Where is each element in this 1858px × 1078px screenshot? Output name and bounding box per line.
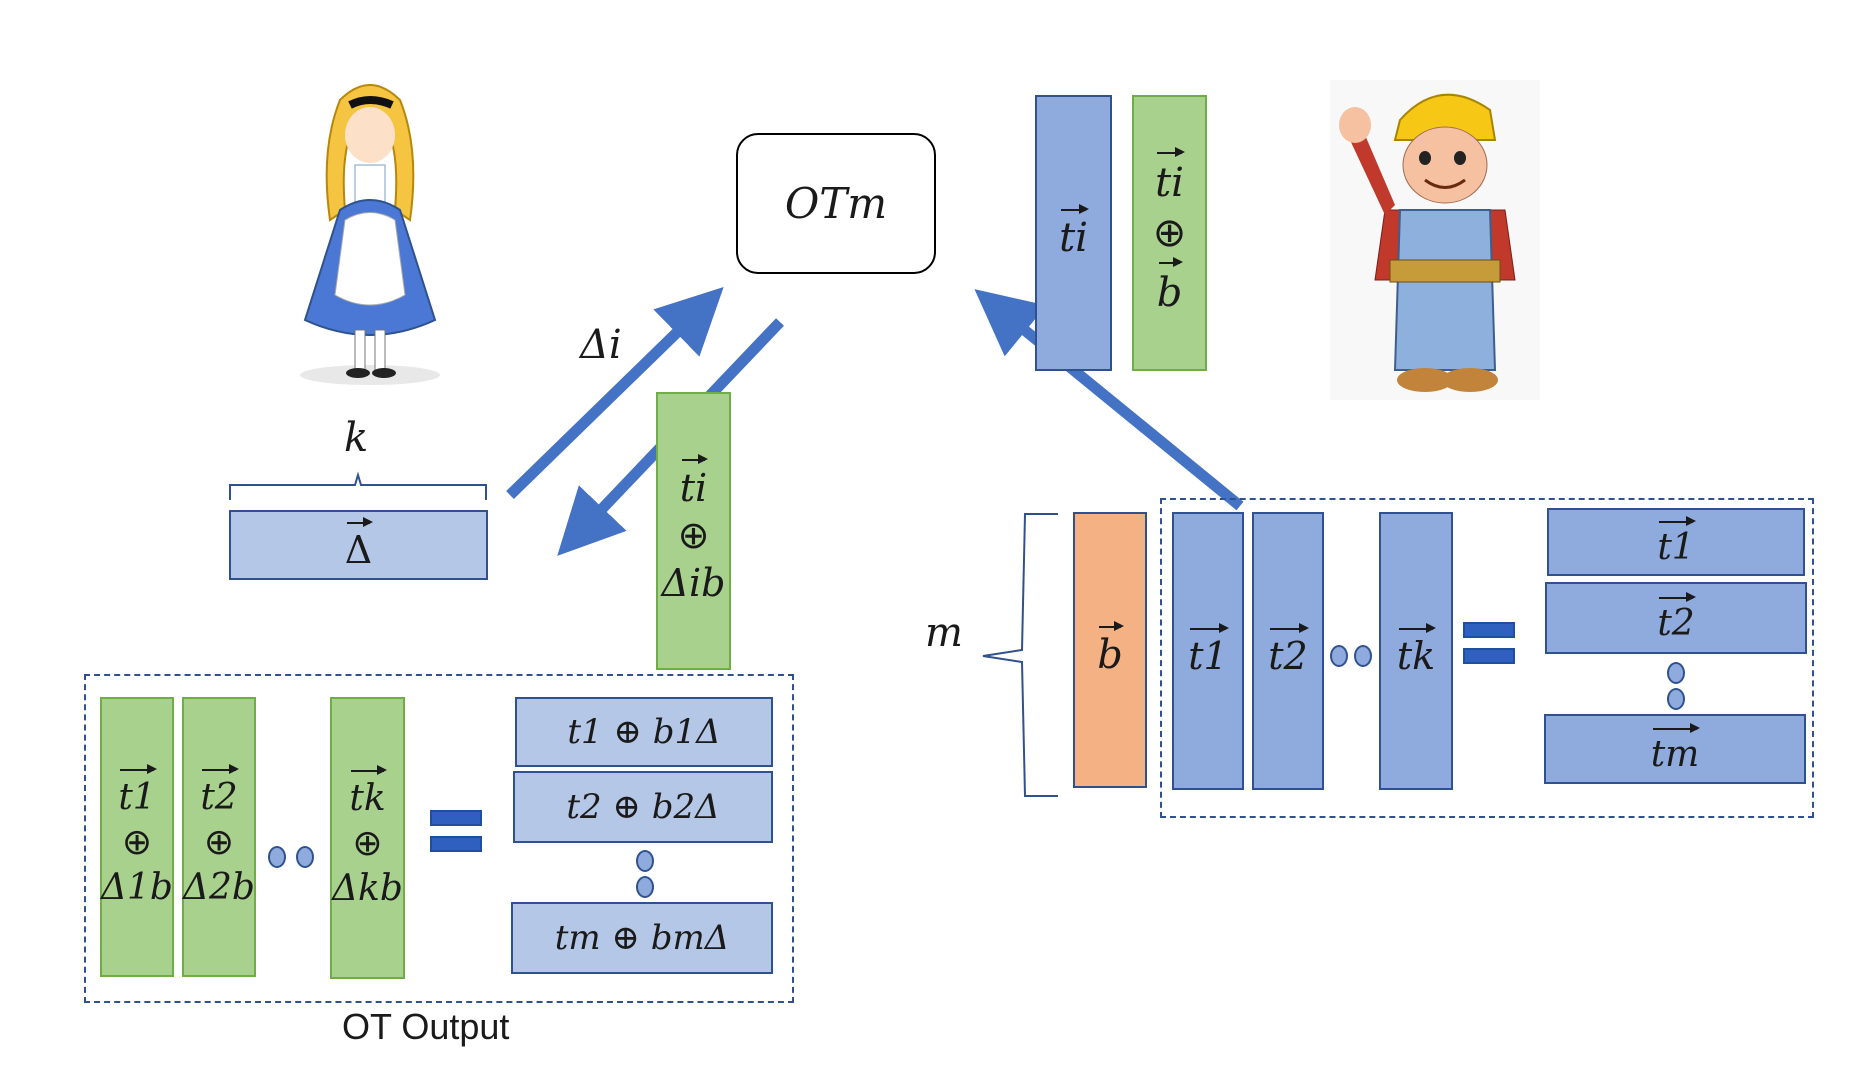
bob-ellipsis-dot-1 <box>1330 645 1348 667</box>
output-row-dot-2 <box>636 876 654 898</box>
bob-col-t1: t1 <box>1172 512 1244 790</box>
output-ellipsis-dot-2 <box>296 846 314 868</box>
ot-output-group <box>84 674 794 1003</box>
bob-ellipsis-dot-2 <box>1354 645 1372 667</box>
delta-vector-label: Δ <box>345 517 374 572</box>
sent-green-op: ⊕ <box>1152 210 1187 256</box>
bob-row-t1-label: t1 <box>1657 515 1697 568</box>
sent-column-ti: ti <box>1035 95 1112 371</box>
bob-row-tm: tm <box>1544 714 1806 784</box>
returned-bottom: Δib <box>661 560 726 605</box>
output-row-1: t1 ⊕ b1Δ <box>515 697 773 767</box>
output-row-2: t2 ⊕ b2Δ <box>513 771 773 843</box>
m-label: m <box>925 610 963 656</box>
bob-b-label: b <box>1097 621 1124 678</box>
bob-row-dot-1 <box>1667 662 1685 684</box>
output-col-2-op: ⊕ <box>203 821 235 863</box>
ot-box-label: OTm <box>784 179 888 228</box>
ot-functionality-box: OTm <box>736 133 936 274</box>
k-label: k <box>344 415 369 461</box>
sent-column-ti-xor-b: ti ⊕ b <box>1132 95 1207 371</box>
output-col-k-op: ⊕ <box>352 822 383 864</box>
output-col-2: t2 ⊕ Δ2b <box>182 697 256 977</box>
bob-row-tm-label: tm <box>1651 722 1700 775</box>
sent-ti-label: ti <box>1059 204 1089 261</box>
brace-m <box>982 513 1058 797</box>
returned-op: ⊕ <box>677 513 710 558</box>
bob-row-t1: t1 <box>1547 508 1805 576</box>
output-row-m: tm ⊕ bmΔ <box>511 902 773 974</box>
bob-row-dot-2 <box>1667 688 1685 710</box>
output-row-dot-1 <box>636 850 654 872</box>
returned-top: ti <box>680 453 709 513</box>
delta-i-label: Δi <box>580 322 622 368</box>
bob-row-t2: t2 <box>1545 582 1807 654</box>
ot-output-caption: OT Output <box>342 1006 510 1047</box>
output-col-1-bottom: Δ1b <box>101 866 173 908</box>
output-row-1-label: t1 ⊕ b1Δ <box>567 712 721 752</box>
returned-column: ti ⊕ Δib <box>656 392 731 670</box>
sent-green-top: ti <box>1155 147 1185 208</box>
output-col-k-top: tk <box>349 764 387 821</box>
output-col-2-top: t2 <box>200 763 240 820</box>
bob-col-t2: t2 <box>1252 512 1324 790</box>
output-col-1-top: t1 <box>118 763 158 820</box>
bob-matrix-group <box>1160 498 1814 818</box>
bob-row-t2-label: t2 <box>1657 591 1697 644</box>
delta-vector: Δ <box>229 510 488 580</box>
output-col-k-bottom: Δkb <box>332 867 403 909</box>
output-row-m-label: tm ⊕ bmΔ <box>554 918 730 958</box>
output-col-1: t1 ⊕ Δ1b <box>100 697 174 977</box>
bob-col-t1-label: t1 <box>1188 623 1230 678</box>
bob-col-tk: tk <box>1379 512 1453 790</box>
output-ellipsis-dot-1 <box>268 846 286 868</box>
bob-col-tk-label: tk <box>1397 623 1437 678</box>
sent-green-bottom: b <box>1157 257 1183 318</box>
bob-equals-sign <box>1463 622 1515 674</box>
bob-col-t2-label: t2 <box>1268 623 1310 678</box>
output-col-k: tk ⊕ Δkb <box>330 697 405 979</box>
output-col-2-bottom: Δ2b <box>183 866 255 908</box>
brace-k <box>229 471 487 500</box>
output-equals-sign <box>430 810 482 862</box>
output-row-2-label: t2 ⊕ b2Δ <box>566 787 720 827</box>
bob-b-column: b <box>1073 512 1147 788</box>
output-col-1-op: ⊕ <box>121 821 153 863</box>
arrow-alice-to-ot <box>506 286 724 499</box>
